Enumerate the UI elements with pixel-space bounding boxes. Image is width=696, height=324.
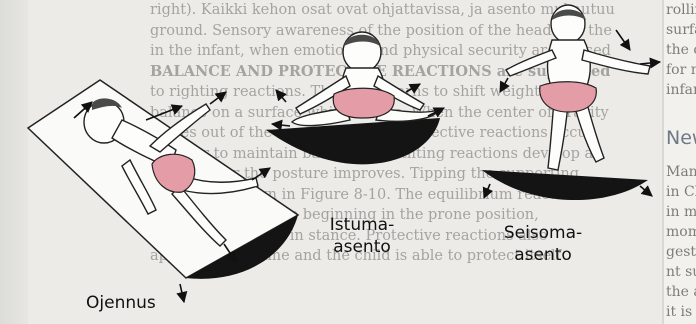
sitting-figure xyxy=(266,32,444,164)
motion-arrow-icon xyxy=(640,62,660,64)
motion-arrow-icon xyxy=(484,184,490,198)
prone-figure xyxy=(28,80,298,302)
motion-arrow-icon xyxy=(146,106,182,120)
caption-prone: Ojennus xyxy=(86,292,156,314)
motion-arrow-icon xyxy=(272,124,290,126)
diaper xyxy=(540,82,597,112)
tilt-board-rocker xyxy=(266,118,440,164)
standing-figure xyxy=(482,5,660,200)
motion-arrow-icon xyxy=(210,92,226,104)
caption-line: asento xyxy=(322,236,402,258)
motion-arrow-icon xyxy=(252,168,270,180)
caption-line: asento xyxy=(498,244,588,266)
motion-arrow-icon xyxy=(500,78,508,92)
motion-arrow-icon xyxy=(406,84,420,92)
caption-line: Seisoma- xyxy=(498,222,588,244)
motion-arrow-icon xyxy=(180,284,184,302)
caption-standing: Seisoma- asento xyxy=(498,222,588,266)
caption-line: Istuma- xyxy=(322,214,402,236)
caption-sitting: Istuma- asento xyxy=(322,214,402,258)
tilt-board-rocker xyxy=(482,170,648,200)
motion-arrow-icon xyxy=(640,186,652,196)
motion-arrow-icon xyxy=(276,90,286,102)
caption-line: Ojennus xyxy=(86,292,156,314)
motion-arrow-icon xyxy=(616,30,630,50)
diaper xyxy=(333,88,394,118)
